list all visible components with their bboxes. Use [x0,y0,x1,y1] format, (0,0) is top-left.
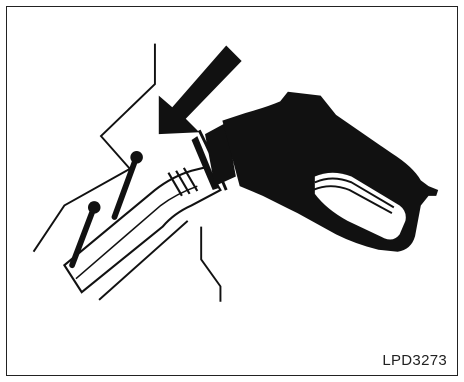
fuel-nozzle [205,92,438,252]
fuel-nozzle-insertion-illustration [7,7,457,375]
panel-lower-edge [201,227,220,302]
figure-code-label: LPD3273 [382,352,447,369]
figure-frame: LPD3273 [6,6,458,376]
